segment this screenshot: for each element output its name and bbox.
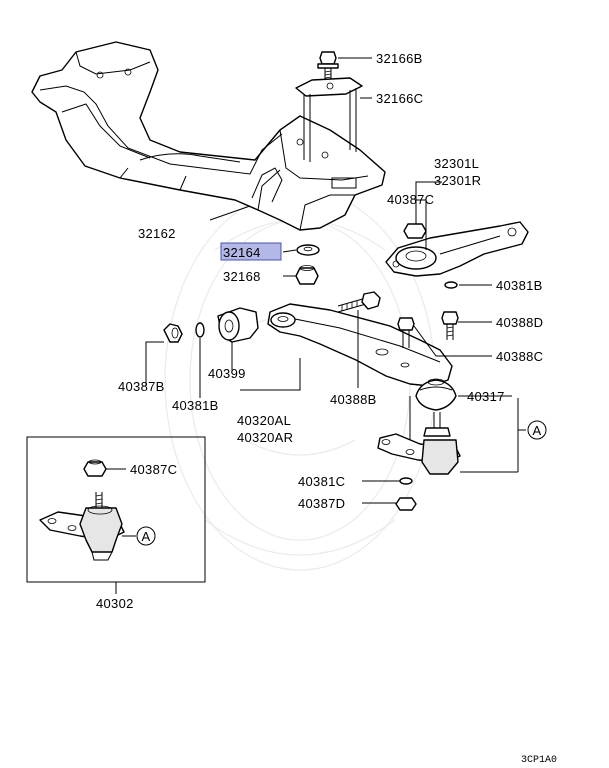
label-40320AL: 40320AL [237, 413, 291, 428]
upper-arm-32301 [385, 221, 529, 277]
washer-40381C [399, 477, 413, 485]
bolt-40388D [441, 311, 459, 340]
bushing-40399 [217, 307, 259, 343]
label-40381B-right: 40381B [496, 278, 543, 293]
label-40317: 40317 [467, 389, 505, 404]
leader-lines [106, 57, 526, 594]
label-32301L: 32301L [434, 156, 479, 171]
nut-40387C-top [403, 223, 427, 239]
svg-text:A: A [533, 423, 542, 438]
label-40387C-inset: 40387C [130, 462, 177, 477]
washer-40381B-right [444, 281, 458, 289]
label-40302: 40302 [96, 596, 134, 611]
callout-a-inset: A [136, 526, 156, 546]
label-40388D: 40388D [496, 315, 543, 330]
diagram-code: 3CP1A0 [521, 755, 557, 766]
bolt-32166B [317, 51, 339, 80]
label-40387D: 40387D [298, 496, 345, 511]
label-40387C-top: 40387C [387, 192, 434, 207]
label-32162: 32162 [138, 226, 176, 241]
label-40387B: 40387B [118, 379, 165, 394]
nut-32168 [295, 265, 319, 285]
boot-40317 [415, 378, 457, 411]
lower-arm-40320 [267, 303, 453, 387]
label-32164: 32164 [223, 245, 261, 260]
label-40388B: 40388B [330, 392, 377, 407]
ball-joint-right [377, 412, 461, 475]
inset-box-40302 [26, 436, 206, 583]
label-32166B: 32166B [376, 51, 423, 66]
label-32168: 32168 [223, 269, 261, 284]
stud-plate-32166C [295, 77, 363, 162]
label-40320AR: 40320AR [237, 430, 293, 445]
highlight-32164 [220, 242, 282, 261]
svg-text:A: A [142, 529, 151, 544]
label-40381B-left: 40381B [172, 398, 219, 413]
bolt-40388B [337, 291, 381, 313]
washer-40381B-left [195, 322, 205, 338]
nut-40387B [163, 323, 183, 343]
label-32301R: 32301R [434, 173, 481, 188]
label-40381C: 40381C [298, 474, 345, 489]
label-32166C: 32166C [376, 91, 423, 106]
crossmember-32162 [31, 41, 386, 231]
label-40388C: 40388C [496, 349, 543, 364]
callout-a-right: A [527, 420, 547, 440]
label-40399: 40399 [208, 366, 246, 381]
washer-32164 [296, 244, 320, 256]
bolt-40388C [397, 317, 415, 348]
nut-40387D [395, 497, 417, 511]
